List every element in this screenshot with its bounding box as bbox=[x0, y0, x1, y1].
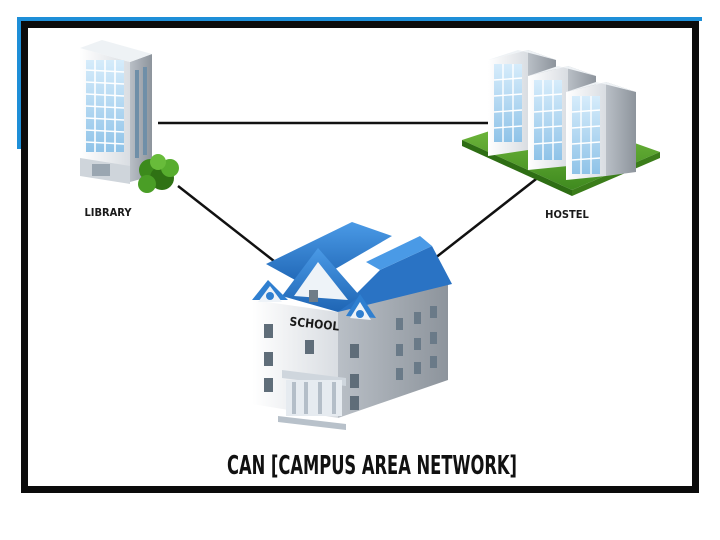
school-building-icon bbox=[252, 222, 452, 430]
top-accent-bar bbox=[17, 17, 702, 21]
left-accent-bar bbox=[17, 17, 21, 149]
diagram-caption: CAN [CAMPUS AREA NETWORK] bbox=[227, 451, 517, 481]
library-label: LIBRARY bbox=[85, 206, 133, 219]
network-links bbox=[158, 121, 541, 273]
link-library-school bbox=[177, 185, 289, 273]
library-tree bbox=[138, 154, 179, 193]
school-label: SCHOOL bbox=[289, 314, 340, 333]
hostel-label: HOSTEL bbox=[545, 208, 589, 221]
hostel-buildings-icon bbox=[462, 50, 660, 196]
library-building-icon bbox=[80, 40, 179, 193]
link-hostel-school bbox=[429, 175, 541, 263]
